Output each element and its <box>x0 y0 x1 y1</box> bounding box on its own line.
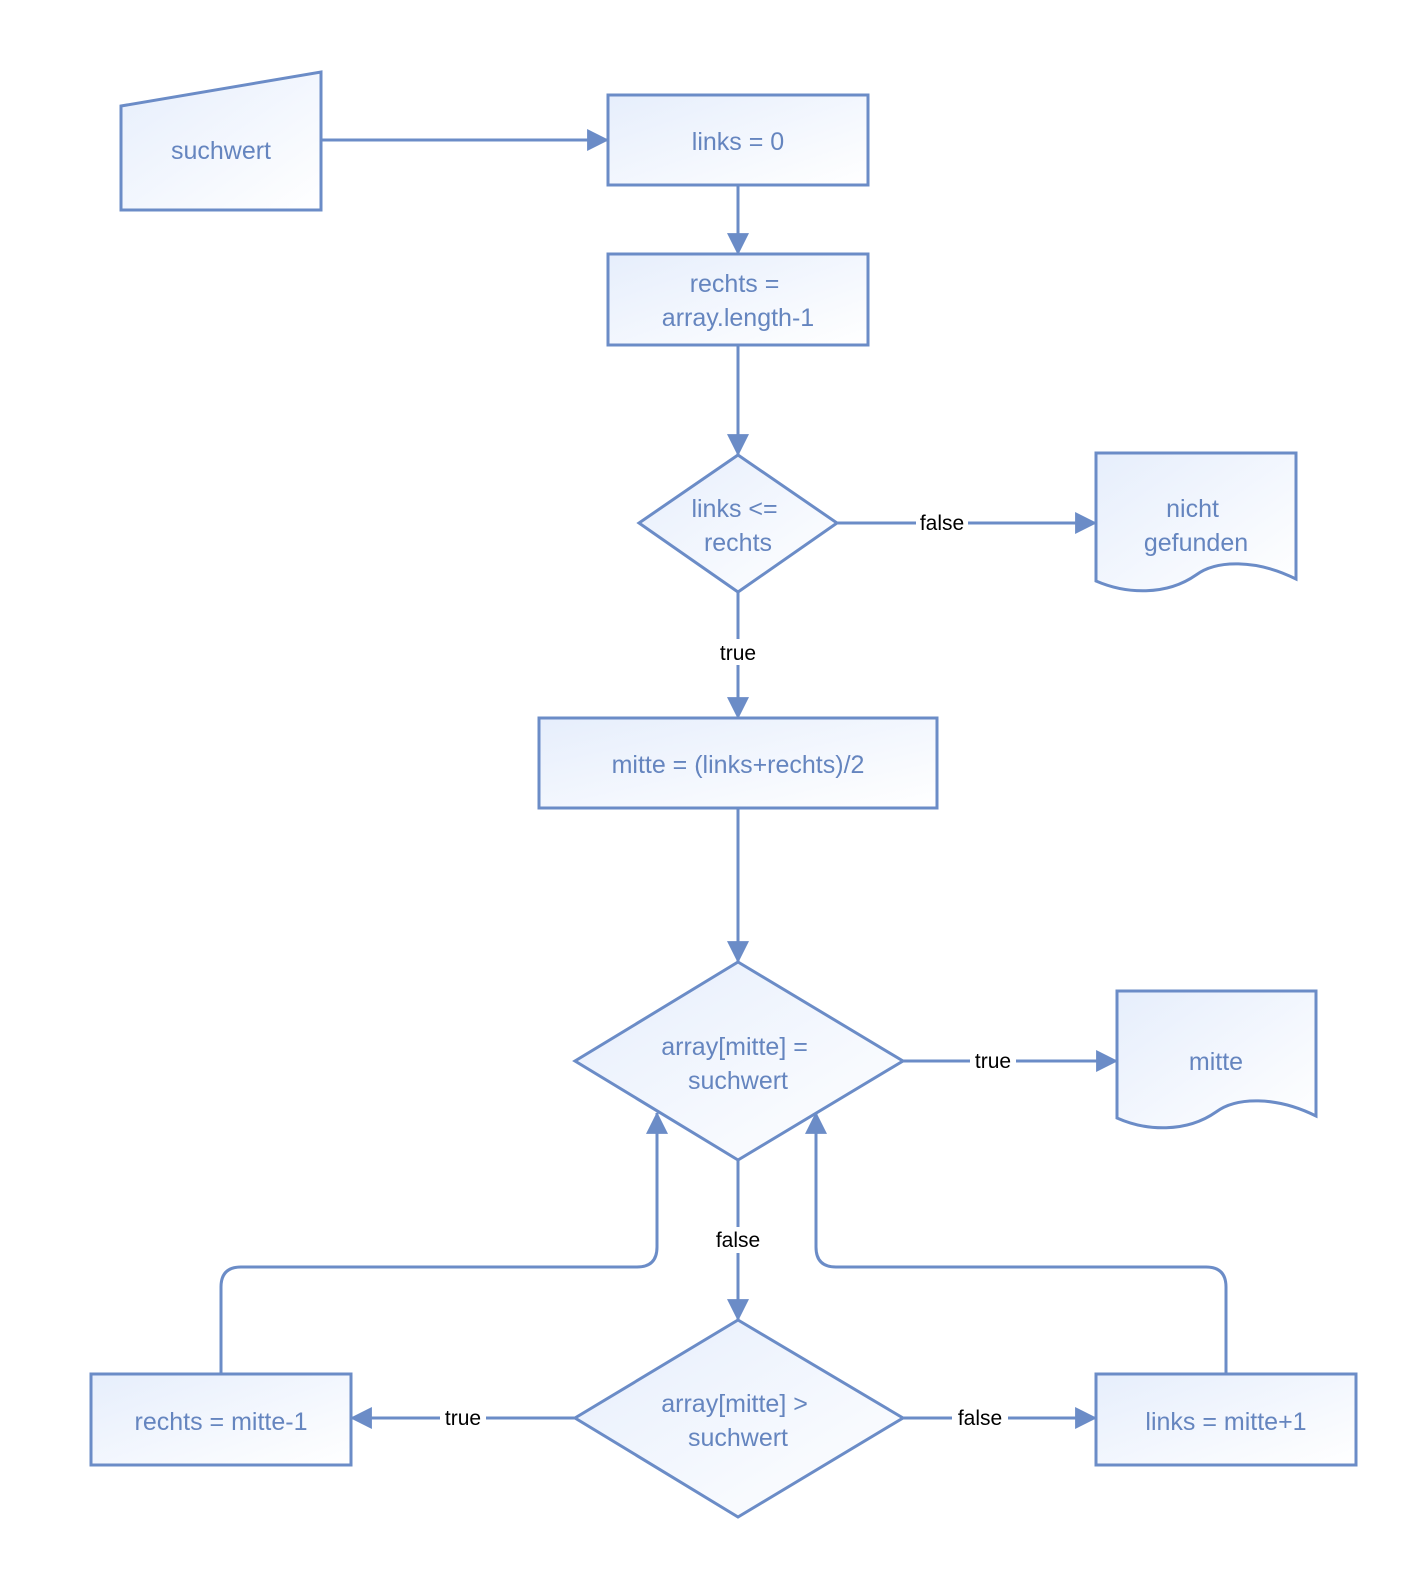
input-node-suchwert: suchwert <box>119 70 323 212</box>
svg-text:links <= rechts: links <= rechts <box>691 495 784 557</box>
process-node-links-update: links = mitte+1 <box>1094 1372 1358 1467</box>
process-node-mitte-calc: mitte = (links+rechts)/2 <box>537 716 939 810</box>
node-text-line: suchwert <box>688 1067 788 1095</box>
node-text-line: rechts = <box>690 270 780 298</box>
output-node-nicht-gefunden: nicht gefunden <box>1094 451 1298 593</box>
node-text-line: suchwert <box>171 137 271 165</box>
edge-links-update-loop-back <box>805 1111 1228 1374</box>
svg-text:array[mitte] = suchwert: array[mitte] = suchwert <box>661 1033 815 1095</box>
output-node-mitte: mitte <box>1115 989 1318 1130</box>
process-node-rechts-init: rechts = array.length-1 <box>606 252 870 347</box>
svg-text:mitte = (links+rechts)/2: mitte = (links+rechts)/2 <box>612 751 865 779</box>
node-text-line: array[mitte] = <box>661 1033 808 1061</box>
node-text-line: links = mitte+1 <box>1145 1408 1306 1436</box>
node-text-line: rechts <box>704 529 772 557</box>
svg-text:suchwert: suchwert <box>171 137 271 165</box>
node-text-line: rechts = mitte-1 <box>135 1408 308 1436</box>
svg-text:rechts = mitte-1: rechts = mitte-1 <box>135 1408 308 1436</box>
edge-label-true-1: true <box>720 642 756 665</box>
edge-label-true-2: true <box>975 1050 1011 1073</box>
node-text-line: array[mitte] > <box>661 1390 808 1418</box>
edge-labels: false true true false true false <box>440 510 1016 1431</box>
decision-node-links-le-rechts: links <= rechts <box>636 453 840 594</box>
node-text-line: mitte <box>1189 1048 1243 1076</box>
decision-node-array-equal: array[mitte] = suchwert <box>572 960 906 1162</box>
edge-label-false-2: false <box>716 1229 760 1252</box>
svg-text:links = mitte+1: links = mitte+1 <box>1145 1408 1306 1436</box>
edge-label-false-1: false <box>920 512 964 535</box>
svg-text:links = 0: links = 0 <box>692 128 784 156</box>
node-text-line: links <= <box>691 495 777 523</box>
node-text-line: suchwert <box>688 1424 788 1452</box>
node-text-line: mitte = (links+rechts)/2 <box>612 751 865 779</box>
node-text-line: array.length-1 <box>662 304 814 332</box>
svg-text:array[mitte] > suchwert: array[mitte] > suchwert <box>661 1390 815 1452</box>
edge-rechts-update-loop-back <box>219 1111 668 1374</box>
svg-text:mitte: mitte <box>1189 1048 1243 1076</box>
node-text-line: links = 0 <box>692 128 784 156</box>
process-node-rechts-update: rechts = mitte-1 <box>89 1372 353 1467</box>
edge-label-true-3: true <box>445 1407 481 1430</box>
decision-node-array-greater: array[mitte] > suchwert <box>572 1318 906 1519</box>
svg-text:nicht gefunden: nicht gefunden <box>1144 495 1248 557</box>
svg-text:rechts = array.length-1: rechts = array.length-1 <box>662 270 814 332</box>
node-text-line: gefunden <box>1144 529 1248 557</box>
process-node-links-init: links = 0 <box>606 93 870 187</box>
node-text-line: nicht <box>1166 495 1219 523</box>
edge-label-false-3: false <box>958 1407 1002 1430</box>
